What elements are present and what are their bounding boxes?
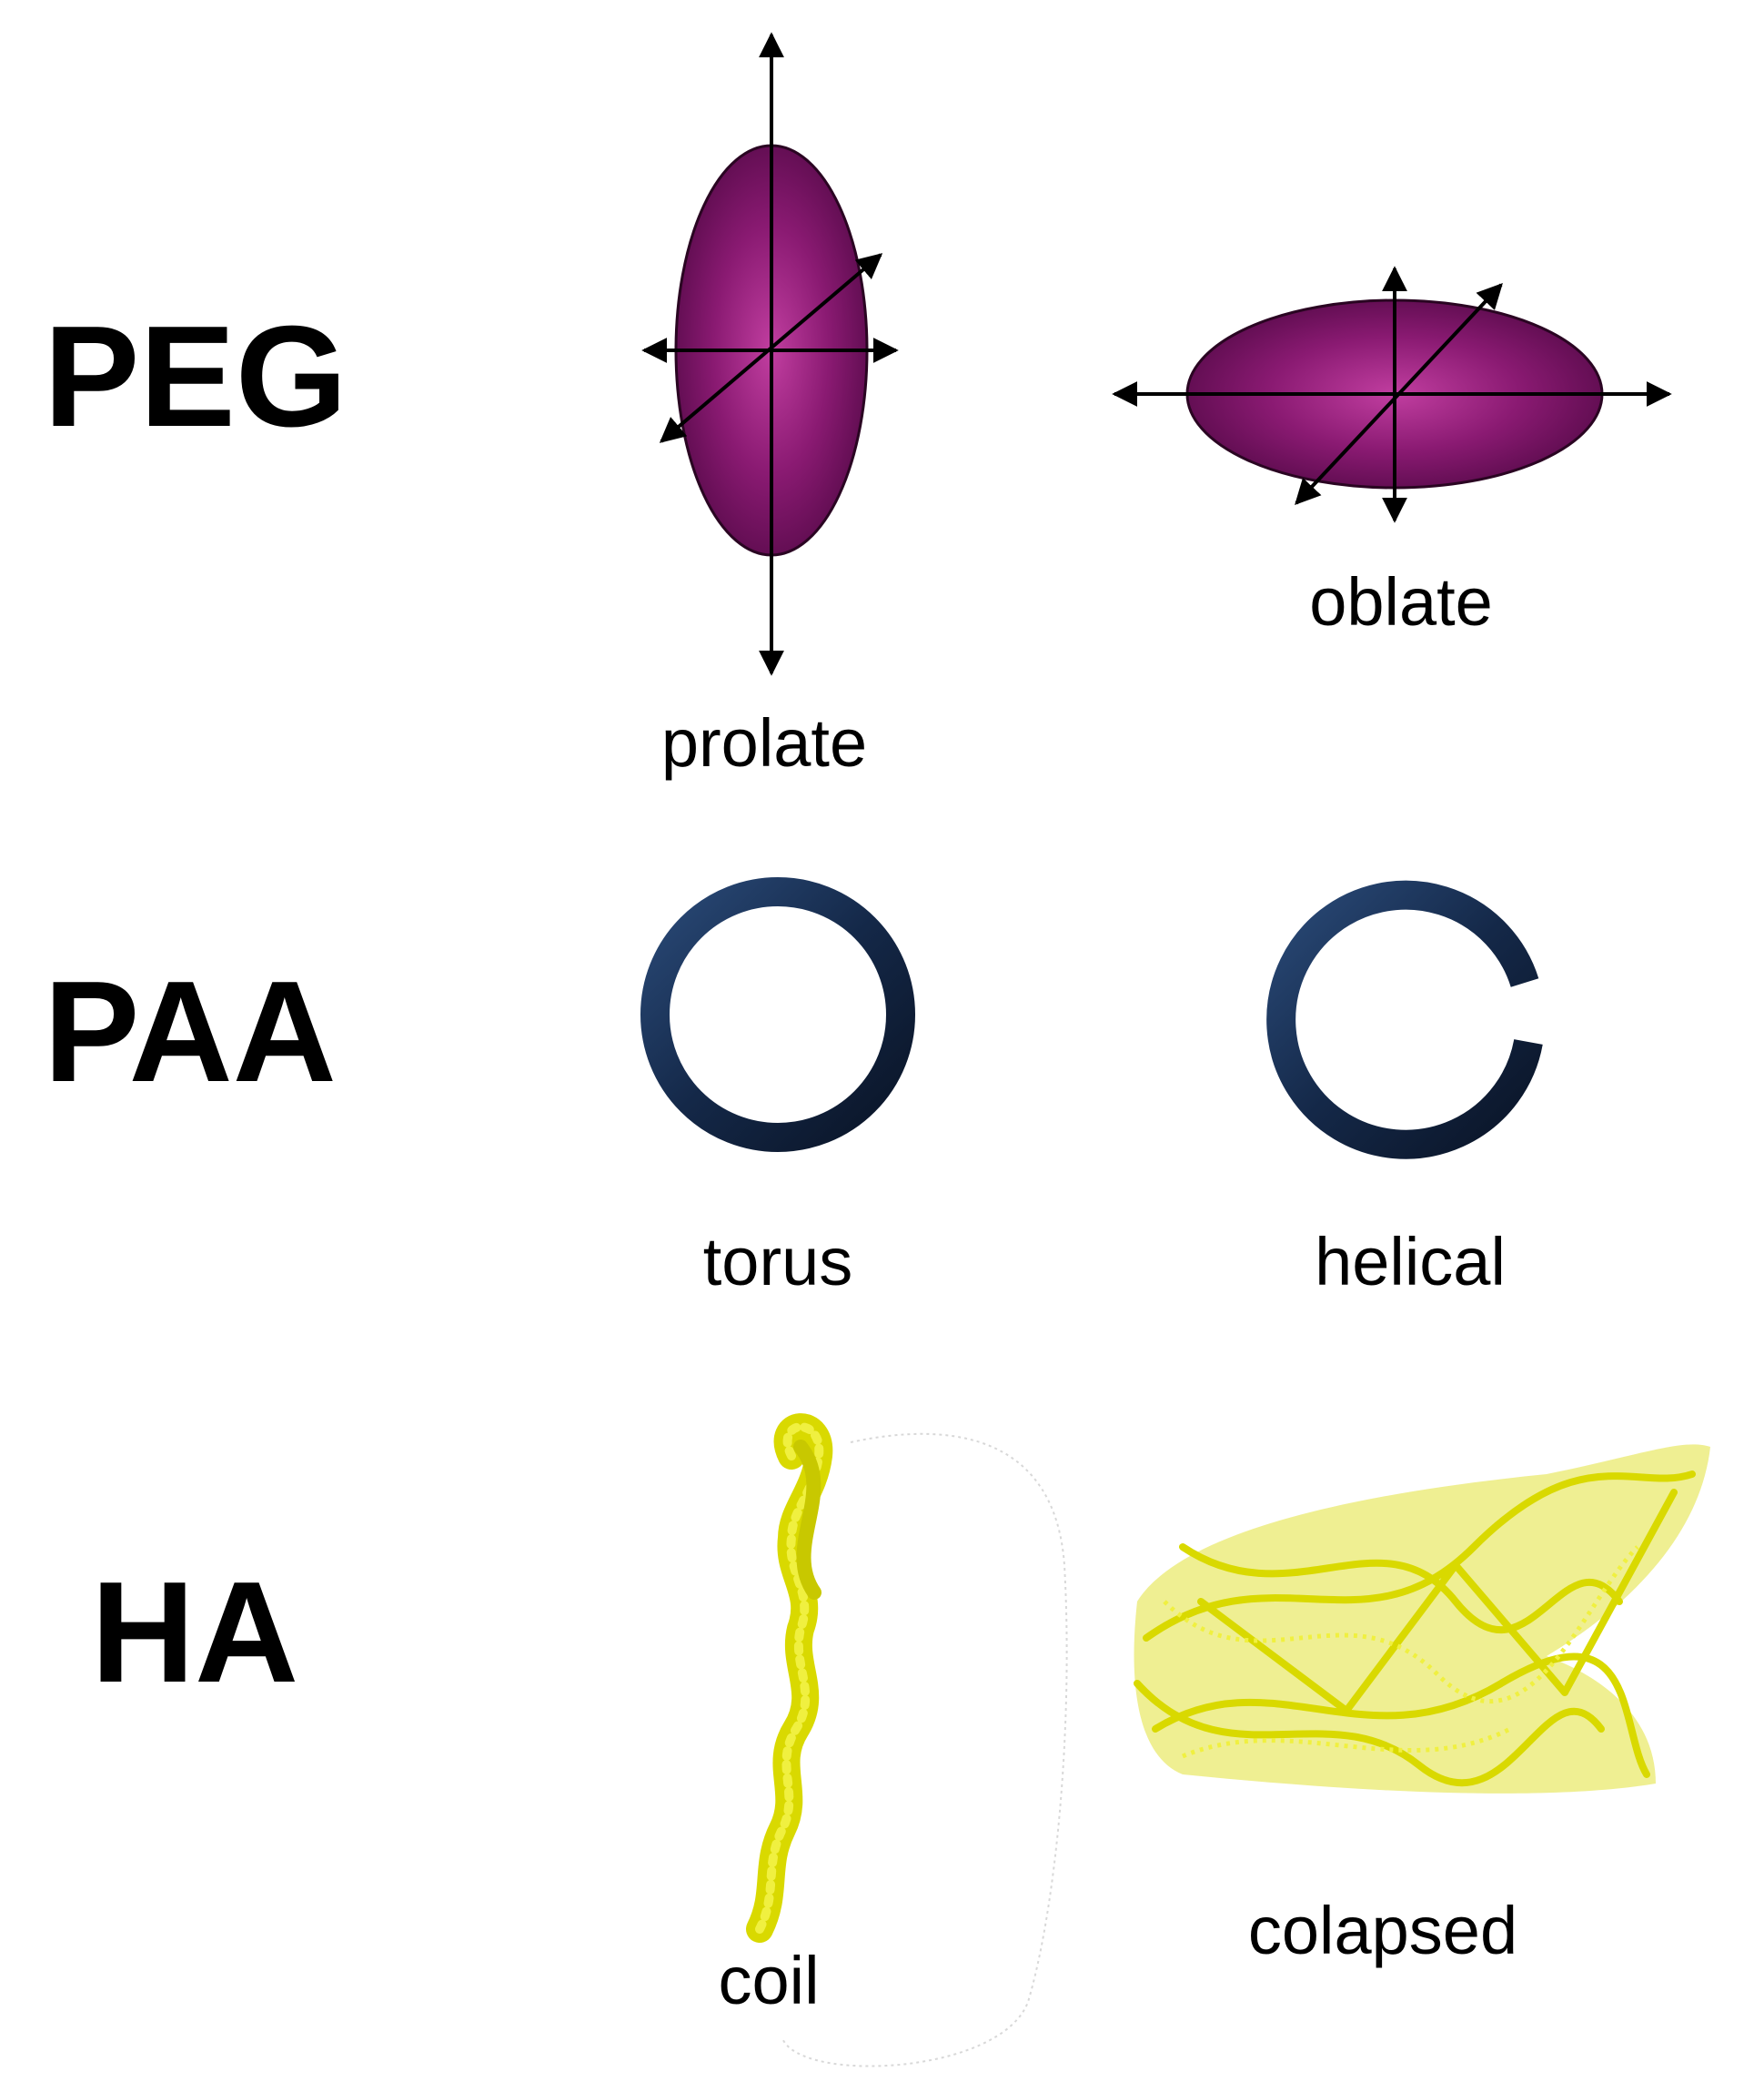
- row-label-ha: HA: [91, 1552, 299, 1713]
- oblate-depth-axis: [1295, 282, 1503, 506]
- prolate-depth-axis: [659, 253, 883, 443]
- shape-label-prolate: prolate: [660, 705, 868, 781]
- torus-ring: [640, 877, 915, 1152]
- row-label-paa: PAA: [44, 952, 337, 1112]
- collapsed-polymer: [1134, 1444, 1710, 1794]
- shape-label-colapsed: colapsed: [1247, 1893, 1518, 1968]
- helical-ring: [1266, 880, 1543, 1159]
- coil-polymer: [746, 1413, 1068, 2067]
- prolate-ellipsoid: [641, 32, 899, 676]
- shape-label-torus: torus: [702, 1224, 853, 1299]
- shape-label-helical: helical: [1315, 1224, 1506, 1299]
- row-label-peg: PEG: [44, 297, 348, 457]
- shape-label-coil: coil: [718, 1943, 820, 2018]
- shape-label-oblate: oblate: [1309, 564, 1493, 640]
- oblate-ellipsoid: [1112, 266, 1672, 523]
